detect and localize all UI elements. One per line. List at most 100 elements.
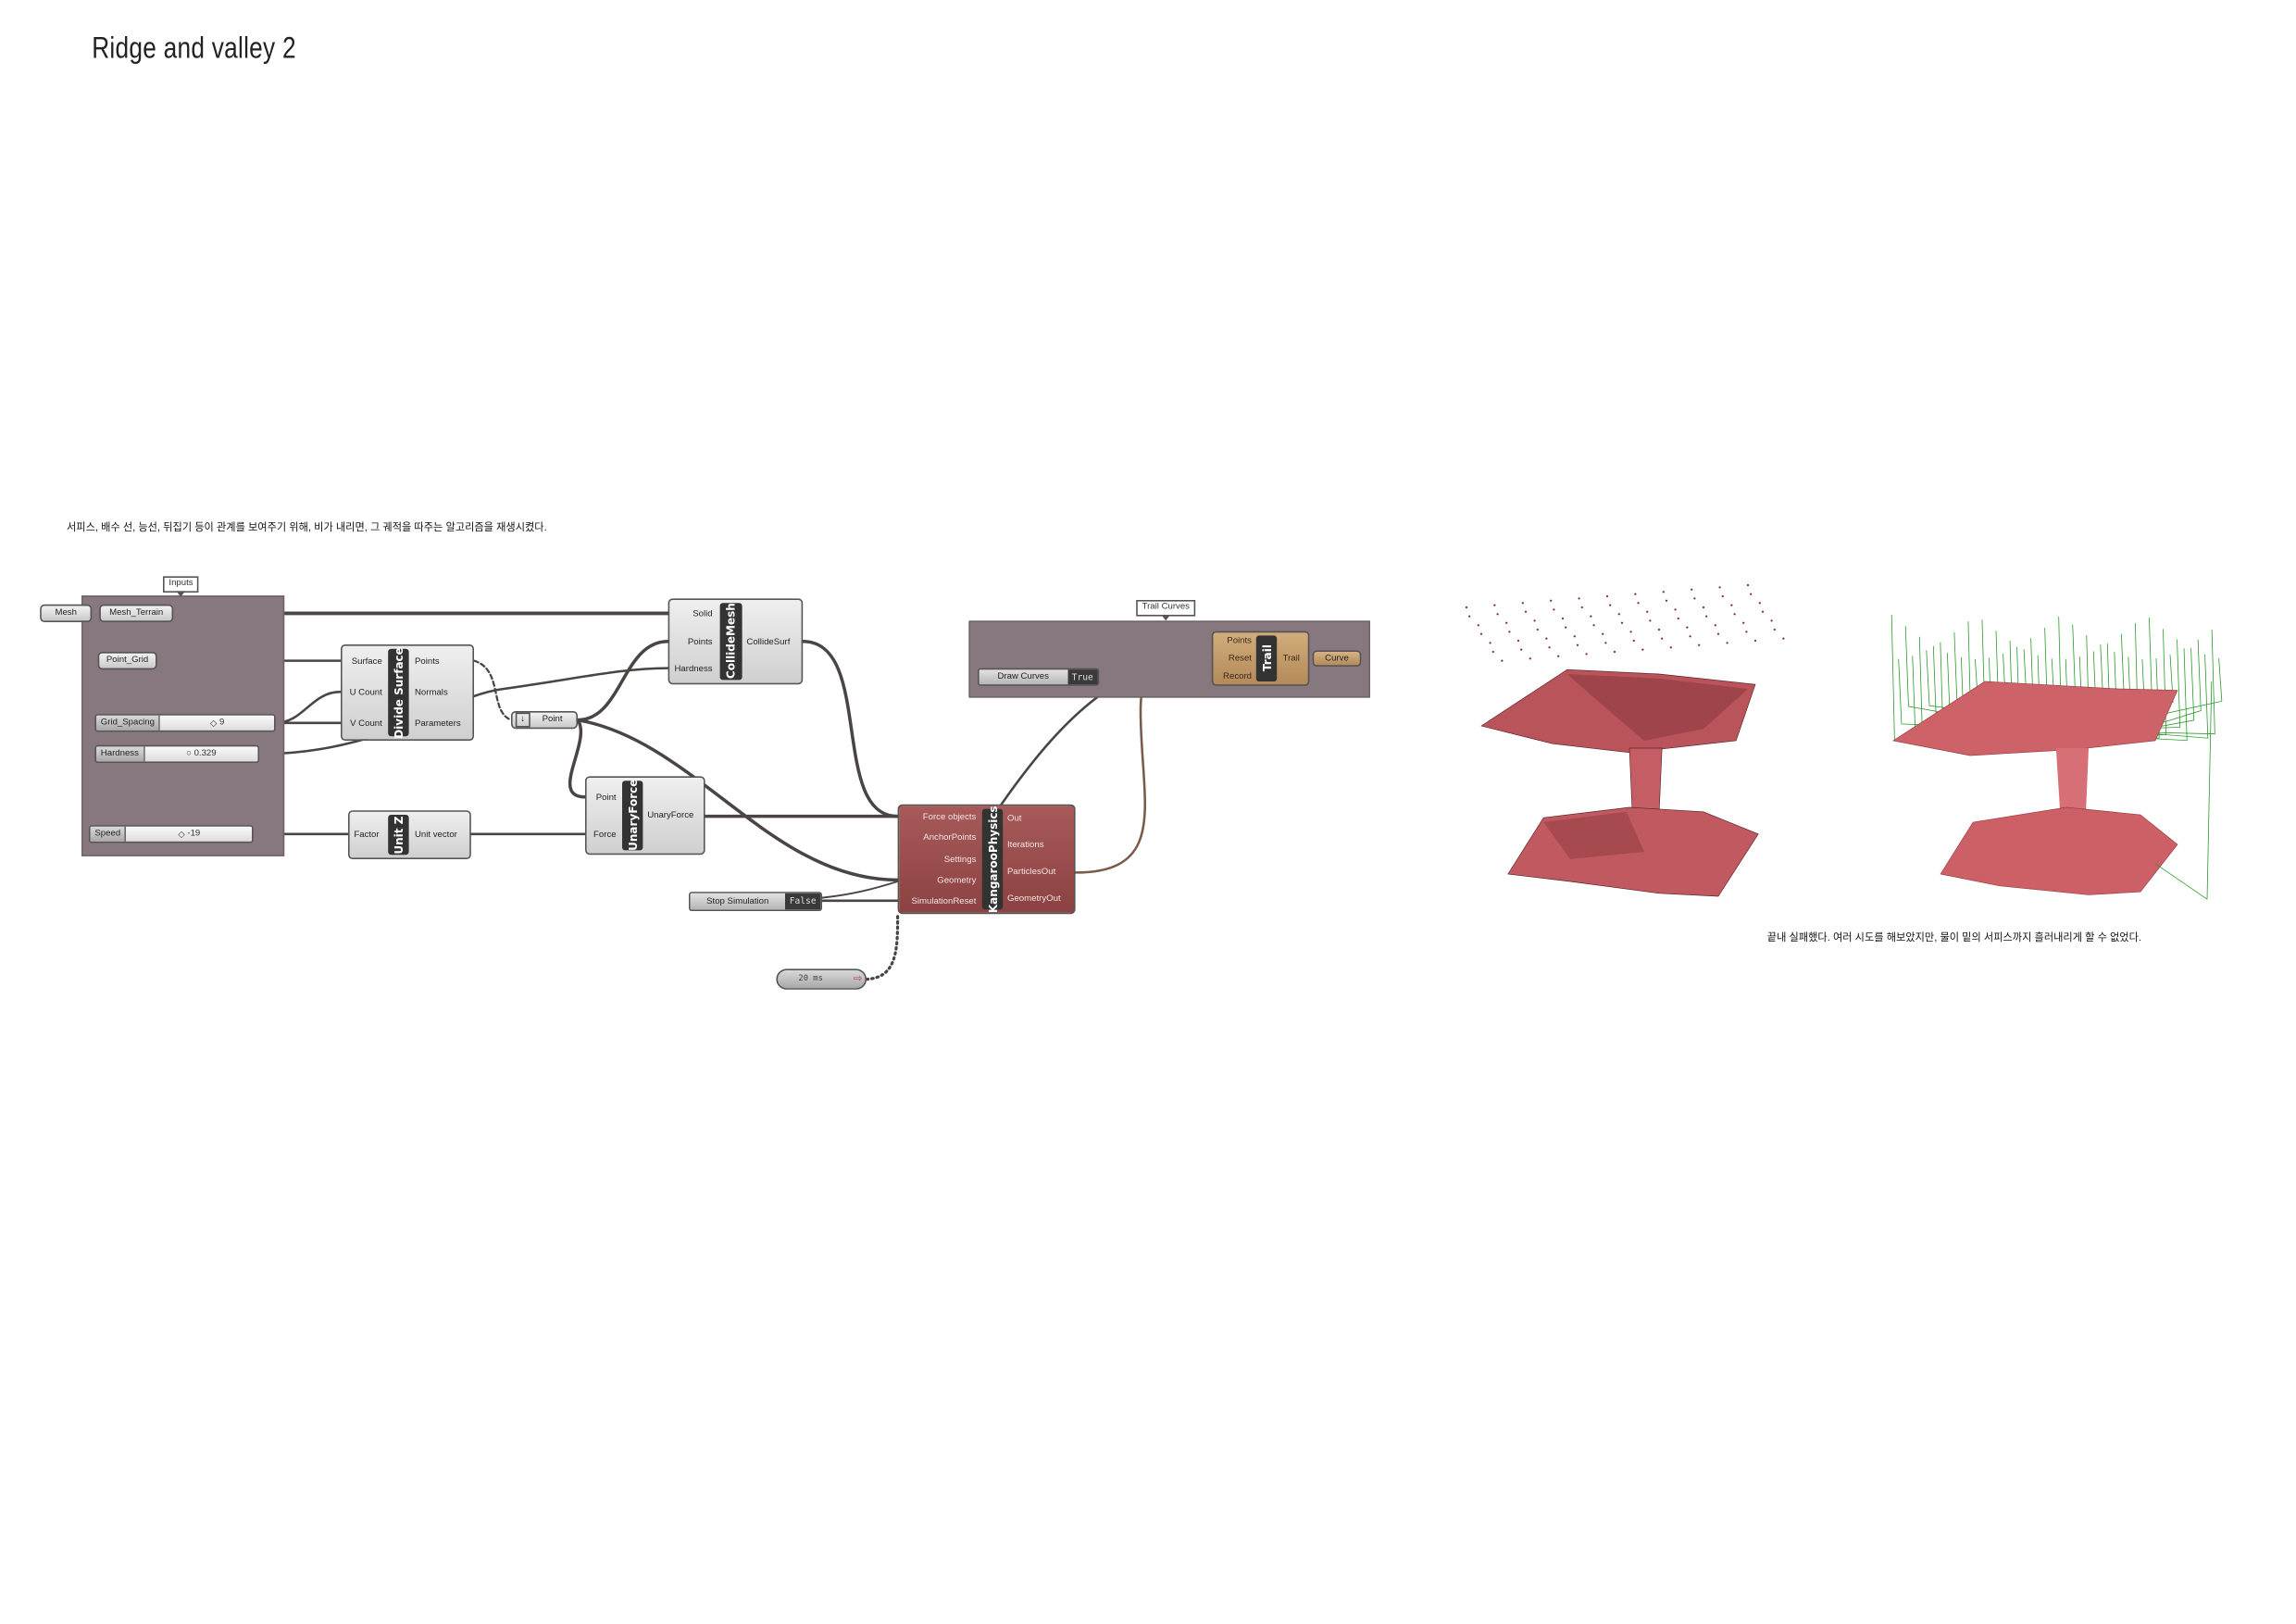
output-port-unaryforce[interactable]: UnaryForce [647,811,694,821]
collidemesh-component[interactable]: CollideMesh Solid Points Hardness Collid… [668,598,804,685]
toggle-value[interactable]: True [1067,669,1098,685]
grid-point [1665,599,1668,602]
grid-point [1733,613,1736,616]
input-port-vcount[interactable]: V Count [350,719,382,730]
timer-label: 20 ms [798,974,823,984]
point-param-label: Point [542,715,563,725]
wire-hardness-to-collide [257,667,669,756]
grid-point [1745,631,1748,633]
grid-point [1602,632,1604,635]
slider-value: -19 [187,830,201,839]
toggle-label: Draw Curves [979,669,1067,685]
input-port-ucount[interactable]: U Count [349,689,382,698]
grid-point [1753,639,1757,643]
input-port-force-objects[interactable]: Force objects [922,813,977,822]
grid-point [1649,619,1652,622]
grid-point [1661,637,1664,640]
wire-collidesurf-to-force [801,640,900,818]
speed-slider[interactable]: Speed ◇ -19 [89,825,254,843]
grid-point [1468,615,1471,618]
point-grid-param[interactable]: Point_Grid [97,652,157,670]
grid-point [1641,648,1644,651]
toggle-value[interactable]: False [784,893,821,910]
input-port-factor[interactable]: Factor [354,831,380,841]
slider-track[interactable]: ◇ 9 [160,715,274,731]
curve-param[interactable]: Curve [1312,650,1362,667]
hardness-slider[interactable]: Hardness ○ 0.329 [94,744,260,763]
kangaroo-physics-component[interactable]: KangarooPhysics Force objects AnchorPoin… [897,804,1076,915]
input-port-points[interactable]: Points [687,638,713,648]
output-port-geometryout[interactable]: GeometryOut [1007,894,1061,904]
grid-point [1716,632,1720,635]
input-port-settings[interactable]: Settings [943,856,977,866]
unaryforce-component[interactable]: UnaryForce Point Force UnaryForce [585,776,705,856]
grid-point [1533,619,1536,622]
grid-point [1686,626,1689,629]
mesh-param[interactable]: Mesh [40,604,93,622]
grid-point [1750,593,1753,595]
grid-point [1524,610,1528,613]
grid-point [1758,602,1761,605]
output-port-out[interactable]: Out [1007,815,1022,824]
input-port-points[interactable]: Points [1227,637,1252,646]
top-surface-valley [1566,674,1748,741]
output-port-particlesout[interactable]: ParticlesOut [1007,868,1056,878]
render-trail-result [1890,614,2223,900]
trail-curves-group-label: Trail Curves [1136,600,1196,621]
grid-point [1657,628,1661,631]
inputs-group-label: Inputs [163,576,199,597]
grid-point [1617,613,1620,616]
unit-z-component[interactable]: Unit Z Factor Unit vector [348,810,471,859]
grid-point [1465,606,1468,609]
grid-point [1746,583,1750,587]
grid-point [1578,597,1580,600]
draw-curves-toggle[interactable]: Draw Curves True [978,668,1100,686]
output-port-unit-vector[interactable]: Unit vector [415,831,457,841]
output-port-iterations[interactable]: Iterations [1007,841,1044,851]
input-port-reset[interactable]: Reset [1228,655,1252,664]
grid-point [1689,635,1691,638]
grid-point [1479,632,1483,635]
grid-point [1585,653,1588,656]
grid-point [1573,635,1576,638]
conclusion-text: 끝내 실패했다. 여러 시도를 해보았지만, 물이 밑의 서피스까지 흘러내리게… [1766,933,2142,944]
input-port-surface[interactable]: Surface [351,657,382,667]
grid-point [1493,604,1496,606]
input-port-simulationreset[interactable]: SimulationReset [911,897,977,907]
bottom-surface-shade [1543,811,1644,859]
stray-trail-curve [2154,863,2208,900]
trail-component[interactable]: Trail Points Reset Record Trail [1211,631,1310,686]
timer-component[interactable]: 20 ms ⇨ [776,968,867,990]
stop-simulation-toggle[interactable]: Stop Simulation False [689,892,822,911]
render-wireframe-terrain [1480,668,1759,897]
input-port-hardness[interactable]: Hardness [674,665,713,674]
grid-point [1662,591,1665,593]
output-port-trail[interactable]: Trail [1282,655,1300,664]
input-port-record[interactable]: Record [1223,672,1252,681]
input-port-solid[interactable]: Solid [693,610,713,619]
page-title: Ridge and valley 2 [92,32,296,66]
grid-point [1545,637,1548,640]
output-port-points[interactable]: Points [415,657,440,667]
slider-track[interactable]: ○ 0.329 [144,746,258,762]
output-port-normals[interactable]: Normals [415,689,448,698]
grid-point [1691,588,1693,591]
output-port-collidesurf[interactable]: CollideSurf [746,638,791,648]
grid-point [1576,643,1579,646]
grid-point [1718,586,1721,589]
input-port-geometry[interactable]: Geometry [937,877,977,886]
divide-surface-component[interactable]: Divide Surface Surface U Count V Count P… [341,644,474,741]
input-port-anchorpoints[interactable]: AnchorPoints [923,833,977,843]
grid-point [1782,637,1785,640]
grid-spacing-slider[interactable]: Grid_Spacing ◇ 9 [94,714,276,732]
grid-point [1565,626,1567,629]
output-port-parameters[interactable]: Parameters [415,719,461,730]
grid-point [1677,617,1679,620]
grid-point [1536,628,1539,631]
input-port-point[interactable]: Point [595,793,617,804]
input-port-force[interactable]: Force [593,831,617,841]
mesh-terrain-param[interactable]: Mesh_Terrain [99,604,174,622]
slider-track[interactable]: ◇ -19 [126,826,252,842]
point-param[interactable]: ↓ Point [511,711,578,730]
grid-point [1761,610,1765,613]
